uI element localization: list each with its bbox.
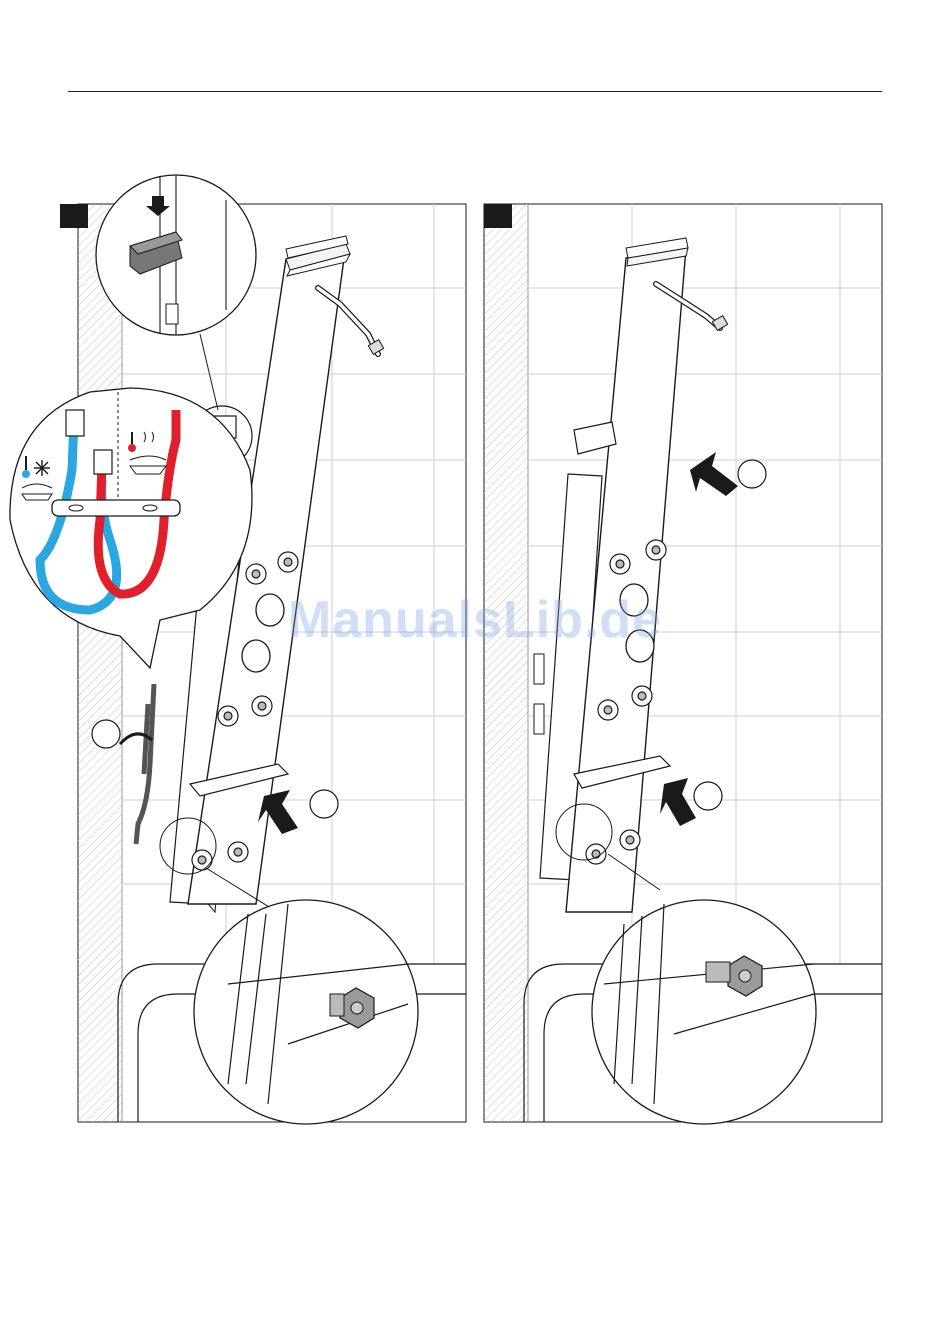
detail-magnifier-bottom bbox=[592, 900, 816, 1124]
callout-2 bbox=[694, 782, 722, 810]
installation-illustration-right bbox=[484, 204, 882, 1122]
step-marker-right bbox=[484, 204, 512, 228]
snowflake-icon bbox=[34, 460, 50, 476]
detail-magnifier-hoses bbox=[10, 388, 252, 668]
callout-1 bbox=[738, 460, 766, 488]
step-panel-right bbox=[484, 204, 882, 1122]
wall-hatch bbox=[484, 204, 528, 1122]
